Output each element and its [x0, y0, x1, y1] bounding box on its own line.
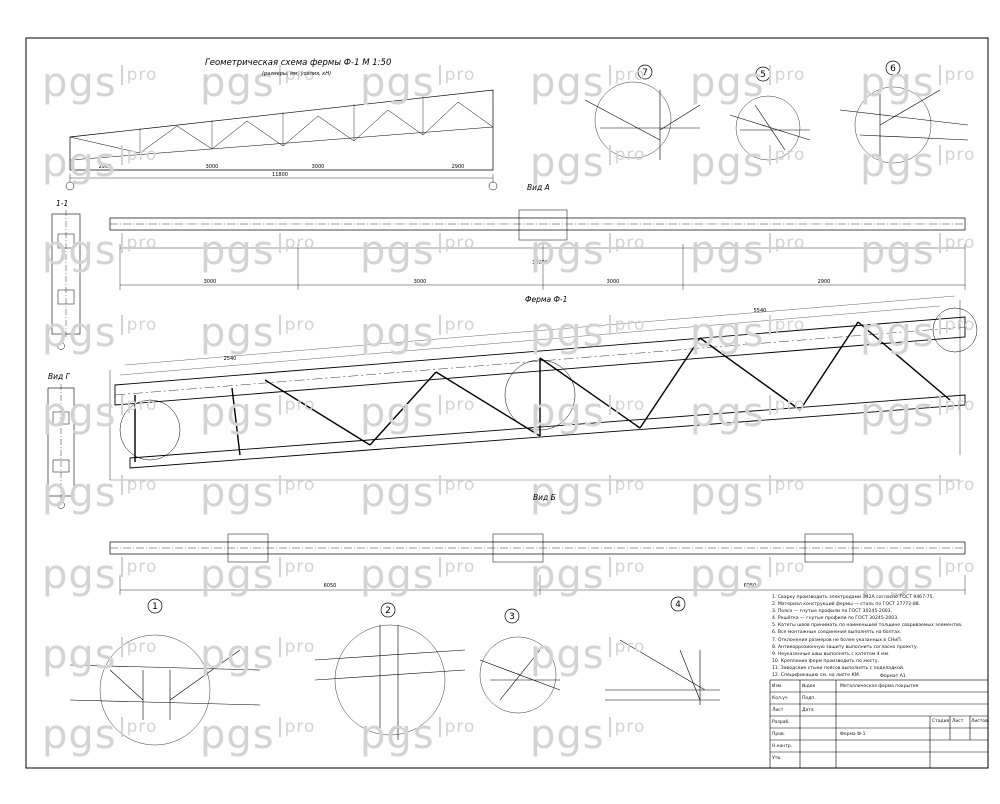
title-block-sheets: Листов	[971, 719, 988, 724]
title-block-sheet: Лист	[952, 719, 964, 724]
note-line: 11. Заводские стыки поясов выполнять с п…	[772, 665, 905, 671]
title-block-stage: Стадия	[932, 719, 950, 724]
title-block-row: №док	[802, 684, 816, 689]
note-line: 7. Отклонения размеров не более указанны…	[772, 637, 903, 643]
view-b-chord	[109, 533, 966, 595]
title-block-row: Н.контр.	[772, 744, 793, 749]
node-1-detail	[69, 634, 261, 746]
title-block-sheet-name: Ферма Ф-1	[840, 732, 866, 737]
note-line: 12. Спецификацию см. на листе КМ.	[772, 673, 861, 679]
scheme-title: Геометрическая схема фермы Ф-1 М 1:50	[205, 58, 392, 68]
view-b-title: Вид Б	[533, 493, 556, 502]
node-callout-labels: 7 5 6 1 2 3 4	[152, 64, 896, 622]
view-b-total-dim: 6050	[324, 583, 337, 589]
node-label-2: 2	[385, 606, 391, 616]
general-notes: 1. Сварку производить электродами Э42А с…	[772, 594, 990, 679]
note-line: 5. Катеты швов принимать по наименьшей т…	[772, 623, 963, 629]
node-5-detail	[729, 95, 811, 161]
node-7-detail	[584, 81, 701, 160]
geometric-scheme	[65, 89, 498, 191]
truss-f1	[109, 295, 978, 481]
dimension-labels: 11800 2900 3000 3000 2900 12000 3000 300…	[99, 164, 831, 589]
truss-title: Ферма Ф-1	[525, 295, 568, 304]
title-block-row: Лист	[772, 708, 784, 713]
scheme-dim-1: 2900	[99, 164, 112, 170]
note-line: 3. Пояса — гнутые профили по ГОСТ 30245-…	[772, 609, 893, 615]
node-label-5: 5	[760, 70, 766, 80]
scheme-total-dim: 11800	[272, 172, 288, 178]
view-a-title: Вид А	[527, 183, 550, 192]
view-a-total-dim: 12000	[532, 260, 548, 266]
node-label-4: 4	[675, 600, 681, 610]
section-1-1-title: 1-1	[56, 199, 69, 208]
scheme-subtitle: (размеры, мм, усилия, кН)	[262, 71, 332, 77]
title-block-row: Разраб.	[772, 720, 790, 725]
note-line: 4. Решётка — гнутые профили по ГОСТ 3024…	[772, 616, 899, 622]
node-label-1: 1	[152, 602, 158, 612]
node-label-7: 7	[642, 68, 648, 78]
view-b-total-dim-right: 6050	[744, 583, 757, 589]
view-a-dim-2: 3000	[414, 279, 427, 285]
view-g	[47, 384, 75, 509]
sheet-frame	[25, 37, 989, 769]
note-line: 10. Крепление ферм производить по месту.	[772, 658, 880, 664]
title-block-row: Утв.	[772, 756, 782, 761]
view-a-dim-4: 2900	[818, 279, 831, 285]
truss-top-dim-right: 5540	[754, 308, 767, 314]
note-line: 9. Неуказанные швы выполнять с катетом 4…	[772, 651, 890, 657]
node-label-3: 3	[509, 612, 515, 622]
node-6-detail	[839, 86, 969, 164]
title-block-project: Металлическая ферма покрытия	[840, 684, 919, 689]
view-a-dim-1: 3000	[204, 279, 217, 285]
title-block-row: Пров.	[772, 732, 786, 737]
node-4-detail	[605, 639, 720, 705]
title-block-row: Дата	[802, 708, 814, 713]
view-a-dim-3: 3000	[607, 279, 620, 285]
view-g-title: Вид Г	[48, 372, 70, 381]
section-1-1	[51, 210, 81, 350]
note-line: 1. Сварку производить электродами Э42А с…	[772, 595, 934, 600]
node-callouts	[147, 60, 901, 624]
note-line: 8. Антикоррозионную защиту выполнить сог…	[772, 644, 918, 650]
scheme-dim-3: 3000	[312, 164, 325, 170]
title-block-row: Кол.уч	[772, 696, 788, 701]
scheme-dim-2: 3000	[206, 164, 219, 170]
node-label-6: 6	[890, 64, 896, 74]
title-block	[769, 679, 989, 769]
view-a-chord	[109, 209, 966, 290]
scheme-dim-4: 2900	[452, 164, 465, 170]
title-block-row: Изм.	[772, 684, 783, 689]
truss-top-dim: 2540	[224, 356, 237, 362]
node-2-detail	[314, 624, 466, 740]
node-3-detail	[479, 636, 561, 714]
title-block-format: Формат А1	[880, 674, 906, 679]
note-line: 6. Все монтажные соединения выполнять на…	[772, 630, 902, 636]
note-line: 2. Материал конструкций фермы — сталь по…	[772, 602, 921, 608]
title-block-row: Подп.	[802, 696, 816, 701]
